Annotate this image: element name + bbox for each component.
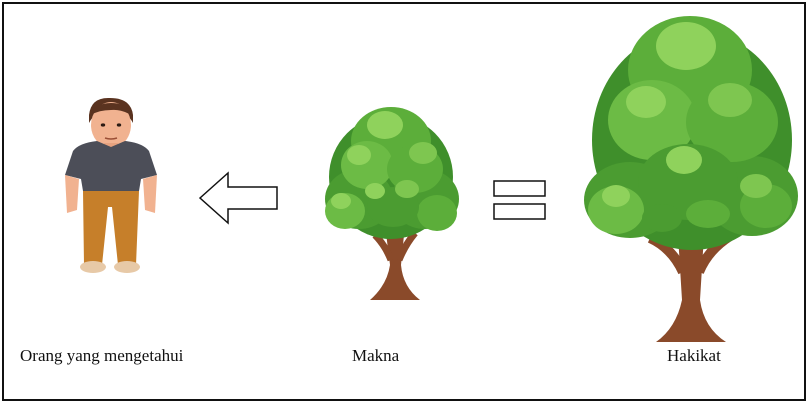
small-tree-icon [325, 107, 459, 300]
makna-label: Makna [352, 346, 400, 365]
person-icon [65, 97, 157, 273]
large-tree-icon [584, 16, 798, 342]
person-label: Orang yang mengetahui [20, 346, 184, 365]
hakikat-label: Hakikat [667, 346, 721, 365]
left-arrow-icon [198, 171, 278, 225]
equals-icon [493, 180, 546, 220]
